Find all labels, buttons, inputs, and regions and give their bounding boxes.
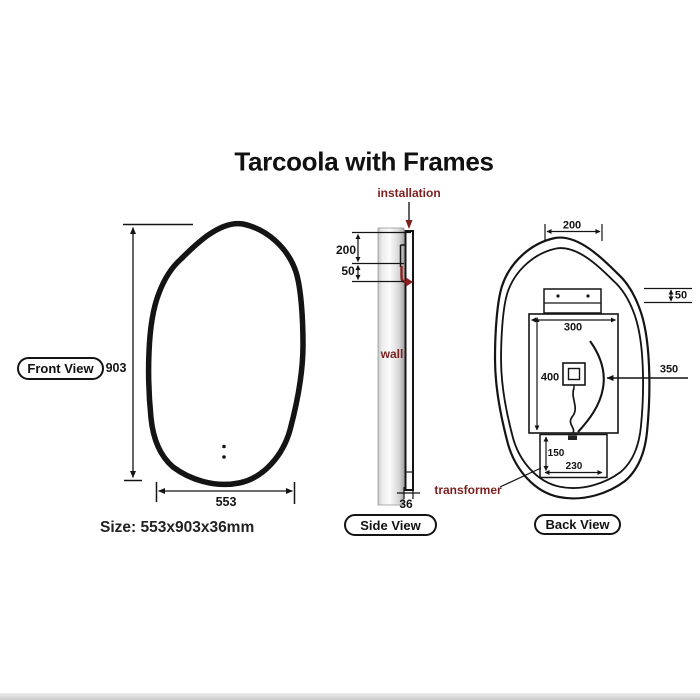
side-view-pill: Side View bbox=[344, 514, 437, 536]
transformer-label: transformer bbox=[434, 483, 502, 497]
front-sensor-dot-top bbox=[222, 444, 226, 449]
side-thickness-dimension bbox=[397, 487, 420, 499]
side-mirror-profile bbox=[404, 230, 414, 491]
front-view-pill: Front View bbox=[17, 357, 104, 380]
transformer-width-value: 230 bbox=[565, 460, 583, 472]
side-bracket-offset-value: 50 bbox=[341, 264, 355, 278]
front-width-value: 553 bbox=[215, 494, 237, 509]
front-height-value: 903 bbox=[105, 360, 127, 375]
back-bracket-width-value: 200 bbox=[562, 219, 582, 232]
front-sensor-dot-bottom bbox=[222, 455, 226, 459]
page-title: Tarcoola with Frames bbox=[234, 146, 494, 177]
side-offset-dimensions bbox=[352, 231, 411, 283]
front-view-pill-label: Front View bbox=[27, 361, 94, 376]
back-view-pill-label: Back View bbox=[545, 517, 610, 532]
front-mirror-outline bbox=[149, 224, 303, 485]
back-cable-length-value: 350 bbox=[659, 363, 679, 376]
installation-label: installation bbox=[377, 186, 441, 200]
installation-arrow bbox=[405, 202, 413, 229]
size-note: Size: 553x903x36mm bbox=[100, 519, 255, 536]
back-bracket-height-value: 50 bbox=[674, 289, 688, 302]
side-view-pill-label: Side View bbox=[360, 517, 421, 533]
front-width-dimension bbox=[155, 482, 296, 504]
back-cable-connector bbox=[568, 435, 577, 440]
back-bracket-width-dimension bbox=[544, 224, 603, 241]
back-power-cable bbox=[577, 340, 605, 433]
back-junction-box bbox=[562, 362, 586, 388]
side-thickness-value: 36 bbox=[399, 497, 413, 511]
side-wall-hook-arrowhead bbox=[406, 277, 413, 287]
back-bracket-height-dimension bbox=[644, 287, 692, 304]
transformer-height-value: 150 bbox=[547, 448, 565, 459]
side-wall-hook bbox=[400, 266, 408, 284]
wall-label: wall bbox=[380, 347, 404, 361]
side-top-offset-value: 200 bbox=[335, 243, 357, 257]
back-view-pill: Back View bbox=[534, 514, 621, 535]
bottom-edge-strip bbox=[0, 693, 700, 700]
side-wall-bar bbox=[377, 227, 405, 506]
back-junction-cable bbox=[569, 387, 576, 434]
front-height-dimension bbox=[123, 223, 193, 482]
back-hanging-bracket bbox=[543, 288, 602, 314]
back-box-width-value: 300 bbox=[563, 321, 583, 334]
transformer-leader-line bbox=[499, 467, 542, 488]
back-box-height-value: 400 bbox=[540, 371, 560, 384]
